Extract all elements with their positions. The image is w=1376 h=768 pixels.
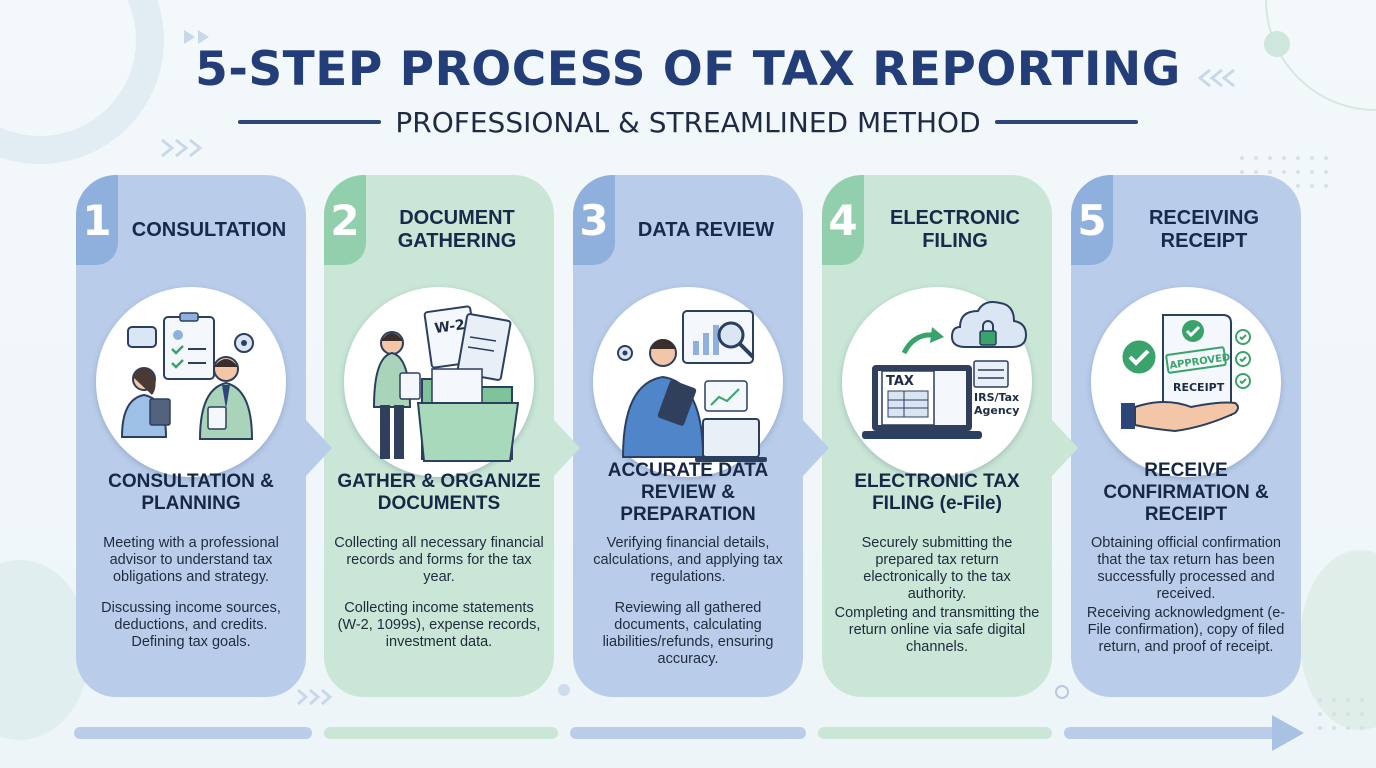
step-number: 2	[324, 175, 366, 265]
tax-form-label: TAX	[886, 374, 914, 389]
step-heading: ACCURATE DATA REVIEW & PREPARATION	[607, 460, 769, 525]
step-illustration	[593, 287, 783, 477]
step-connector-arrow-2	[554, 420, 580, 476]
step-heading: GATHER & ORGANIZE DOCUMENTS	[337, 471, 541, 514]
document-folder-icon: W-2	[372, 305, 520, 462]
step-number: 5	[1071, 175, 1113, 265]
timeline-arrow-head-icon	[1272, 715, 1304, 751]
step-heading: CONSULTATION & PLANNING	[108, 471, 274, 514]
timeline-segment-3	[570, 727, 806, 739]
step-connector-arrow-3	[803, 420, 829, 476]
subtitle-row: PROFESSIONAL & STREAMLINED METHOD	[238, 102, 1139, 142]
step-description-primary: Obtaining official confirmation that the…	[1091, 535, 1281, 602]
step-description: Meeting with a professional advisor to u…	[86, 535, 296, 665]
step-illustration: W-2	[344, 287, 534, 477]
step-title: RECEIVING RECEIPT	[1148, 207, 1260, 252]
step-connector-arrow-4	[1052, 420, 1078, 476]
step-description-secondary: Completing and transmitting the return o…	[834, 605, 1040, 655]
timeline-segment-2	[324, 727, 558, 739]
step-card-4: 4 ELECTRONIC FILING TAX IRS/Tax Agency E…	[822, 175, 1052, 697]
step-description-secondary: Reviewing all gathered documents, calcul…	[602, 600, 774, 667]
step-number: 3	[573, 175, 615, 265]
step-card-5: 5 RECEIVING RECEIPT APPROVED RECEIPT REC…	[1071, 175, 1301, 697]
subtitle-left-line	[238, 120, 382, 124]
step-description-primary: Collecting all necessary financial recor…	[334, 535, 544, 585]
step-title: CONSULTATION	[131, 218, 287, 241]
step-description: Collecting all necessary financial recor…	[334, 535, 544, 665]
step-number: 1	[76, 175, 118, 265]
efile-laptop-icon: TAX IRS/Tax Agency	[862, 301, 1028, 439]
agency-label-line2: Agency	[974, 404, 1019, 417]
step-number: 4	[822, 175, 864, 265]
step-description-secondary: Discussing income sources, deductions, a…	[101, 600, 281, 650]
step-card-3: 3 DATA REVIEW ACCURATE DATA REVIEW & PRE…	[573, 175, 803, 697]
step-heading: RECEIVE CONFIRMATION & RECEIPT	[1103, 460, 1269, 525]
step-description-secondary: Collecting income statements (W-2, 1099s…	[337, 600, 541, 650]
step-description: Securely submitting the prepared tax ret…	[832, 535, 1042, 670]
receipt-approved-icon: APPROVED RECEIPT	[1119, 314, 1251, 433]
timeline-segment-5	[1064, 727, 1278, 739]
step-heading: ELECTRONIC TAX FILING (e-File)	[854, 471, 1020, 514]
subtitle-right-line	[994, 120, 1139, 124]
receipt-label: RECEIPT	[1173, 381, 1225, 394]
step-description: Verifying financial details, calculation…	[583, 535, 793, 682]
document-label: W-2	[434, 317, 466, 337]
step-illustration: APPROVED RECEIPT	[1091, 287, 1281, 477]
step-description-primary: Meeting with a professional advisor to u…	[103, 535, 279, 585]
consultation-meeting-icon	[120, 312, 254, 440]
step-illustration	[96, 287, 286, 477]
timeline-segment-1	[74, 727, 312, 739]
agency-label-line1: IRS/Tax	[974, 391, 1019, 404]
step-title: ELECTRONIC FILING	[890, 207, 1020, 252]
data-review-icon	[617, 310, 767, 462]
step-card-1: 1 CONSULTATION CONSULTATION & PLANNING M	[76, 175, 306, 697]
page-title: 5-STEP PROCESS OF TAX REPORTING	[195, 42, 1181, 97]
step-description-primary: Verifying financial details, calculation…	[593, 535, 783, 585]
step-description-primary: Securely submitting the prepared tax ret…	[861, 535, 1013, 602]
step-title: DOCUMENT GATHERING	[397, 207, 517, 252]
step-description-secondary: Receiving acknowledgment (e-File confirm…	[1086, 605, 1286, 655]
step-description: Obtaining official confirmation that the…	[1081, 535, 1291, 670]
step-illustration: TAX IRS/Tax Agency	[842, 287, 1032, 477]
timeline-segment-4	[818, 727, 1052, 739]
step-card-2: 2 DOCUMENT GATHERING W-2 GATHER & ORGANI…	[324, 175, 554, 697]
page-subtitle: PROFESSIONAL & STREAMLINED METHOD	[395, 105, 981, 139]
step-title: DATA REVIEW	[637, 218, 775, 241]
step-connector-arrow-1	[306, 420, 332, 476]
